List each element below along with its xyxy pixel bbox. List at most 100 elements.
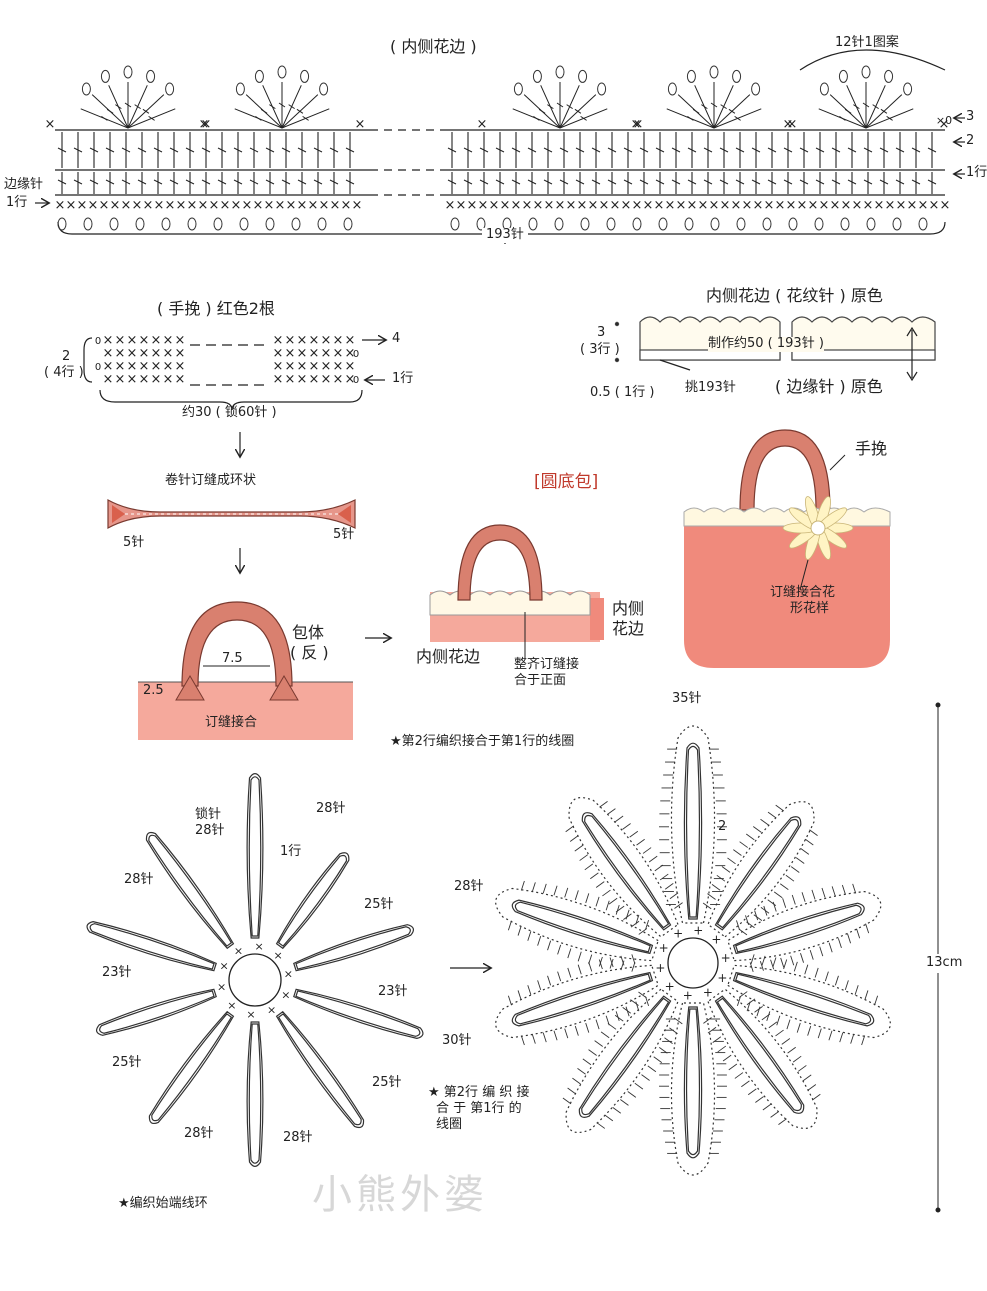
small-petal: [293, 924, 415, 972]
small-petal: [148, 1010, 235, 1125]
svg-text:×: ×: [127, 333, 138, 348]
body-label: 包体: [292, 623, 325, 642]
svg-text:×: ×: [297, 333, 308, 348]
svg-text:×: ×: [139, 359, 150, 374]
svg-text:×: ×: [819, 198, 830, 213]
flower-round2: ++++++++++: [495, 725, 891, 1176]
chain-label-b: 28针: [195, 823, 225, 838]
svg-text:×: ×: [341, 198, 352, 213]
big-petal-inner: [732, 971, 875, 1027]
svg-text:+: +: [711, 933, 721, 947]
svg-text:×: ×: [489, 198, 500, 213]
note-top: ★第2行编织接合于第1行的线圈: [390, 734, 575, 749]
svg-text:+: +: [693, 923, 703, 937]
svg-text:×: ×: [163, 359, 174, 374]
svg-text:×: ×: [139, 333, 150, 348]
band-h05: 0.5 ( 1行 ): [590, 385, 655, 400]
svg-text:+: +: [721, 951, 731, 965]
svg-text:×: ×: [175, 372, 186, 387]
svg-text:×: ×: [720, 198, 731, 213]
svg-text:×: ×: [633, 117, 644, 132]
svg-text:×: ×: [273, 333, 284, 348]
petal-top-right: 28针: [316, 801, 346, 816]
handle-step-attach: [138, 601, 390, 740]
svg-text:×: ×: [273, 359, 284, 374]
svg-text:×: ×: [333, 359, 344, 374]
small-petal: [293, 988, 424, 1039]
big-petal-outer: [495, 964, 659, 1039]
petal-left-25: 25针: [112, 1055, 142, 1070]
svg-text:×: ×: [187, 198, 198, 213]
big-petal-inner: [732, 902, 865, 955]
svg-text:×: ×: [253, 198, 264, 213]
big-petal-outer: [727, 890, 882, 962]
dim-25: 2.5: [143, 683, 164, 698]
svg-text:×: ×: [297, 359, 308, 374]
svg-text:×: ×: [698, 198, 709, 213]
flower-round1: ××××××××××: [86, 773, 424, 1167]
big-28-label: 28针: [454, 879, 484, 894]
svg-text:×: ×: [308, 198, 319, 213]
svg-text:×: ×: [333, 372, 344, 387]
svg-text:×: ×: [139, 346, 150, 361]
svg-text:×: ×: [132, 198, 143, 213]
svg-text:×: ×: [110, 198, 121, 213]
petal-right-25b: 25针: [372, 1075, 402, 1090]
svg-text:×: ×: [610, 198, 621, 213]
svg-text:×: ×: [333, 346, 344, 361]
svg-text:×: ×: [544, 198, 555, 213]
svg-text:×: ×: [445, 198, 456, 213]
row1-flower: 1行: [280, 844, 302, 859]
big-petal-inner: [581, 812, 672, 931]
svg-text:×: ×: [88, 198, 99, 213]
svg-text:×: ×: [115, 333, 126, 348]
small-petal: [246, 1021, 264, 1167]
petal-bottom-right: 28针: [283, 1130, 313, 1145]
svg-text:×: ×: [246, 1008, 255, 1021]
handle-rows-a: 2: [62, 349, 71, 364]
big-petal-outer: [495, 887, 659, 962]
svg-text:×: ×: [874, 198, 885, 213]
svg-text:×: ×: [907, 198, 918, 213]
svg-text:×: ×: [797, 198, 808, 213]
svg-text:×: ×: [45, 117, 56, 132]
big-petal-outer: [707, 801, 815, 938]
svg-text:0: 0: [95, 362, 101, 373]
svg-text:+: +: [683, 989, 693, 1003]
edging-title: ( 内侧花边 ): [390, 37, 477, 56]
band-h3: 3: [597, 325, 606, 340]
shell-fan: ××: [477, 65, 644, 132]
svg-text:×: ×: [297, 372, 308, 387]
svg-text:×: ×: [99, 198, 110, 213]
row2-label: 2: [966, 133, 975, 148]
bag-assembly: [429, 524, 604, 660]
handle-length: 约30 ( 锁60针 ): [182, 405, 277, 420]
svg-text:×: ×: [631, 117, 642, 132]
svg-text:×: ×: [500, 198, 511, 213]
double-crochet-row: [57, 132, 937, 194]
small-petal: [275, 852, 350, 950]
note-mid-3: 线圈: [436, 1117, 463, 1132]
svg-text:×: ×: [176, 198, 187, 213]
svg-text:×: ×: [103, 346, 114, 361]
svg-text:×: ×: [77, 198, 88, 213]
flower-attach-1: 订缝接合花: [770, 585, 836, 600]
svg-text:×: ×: [940, 198, 951, 213]
note-mid-2: 合 于 第1行 的: [436, 1101, 522, 1116]
small-petal: [246, 773, 264, 939]
flower-attach-2: 形花样: [790, 601, 830, 616]
svg-text:×: ×: [66, 198, 77, 213]
svg-text:×: ×: [753, 198, 764, 213]
svg-text:×: ×: [254, 940, 263, 953]
svg-text:×: ×: [321, 333, 332, 348]
sc-row: ××××××××××××××××××××××××××××××××××××××××…: [55, 198, 951, 213]
big-petal-inner: [511, 971, 654, 1027]
svg-text:×: ×: [285, 372, 296, 387]
svg-text:×: ×: [863, 198, 874, 213]
svg-text:×: ×: [775, 198, 786, 213]
svg-text:×: ×: [139, 372, 150, 387]
size-label: 13cm: [926, 954, 963, 973]
petal-bottom-left: 28针: [184, 1126, 214, 1141]
petal-right-23: 23针: [378, 984, 408, 999]
handle-row4: 4: [392, 331, 401, 346]
